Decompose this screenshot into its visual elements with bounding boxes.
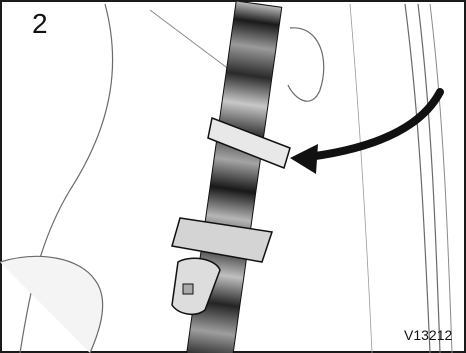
reference-code: V13212 (404, 328, 452, 342)
latch-slot (183, 284, 193, 294)
pillar-line-3 (430, 4, 452, 353)
curved-arrow-head (290, 144, 318, 174)
buckle-tongue (172, 218, 272, 262)
step-number: 2 (32, 10, 48, 38)
shoulder-outline (0, 256, 103, 353)
seat-inner-line (150, 10, 230, 70)
pillar-line-1 (405, 4, 430, 353)
pillar-line-4 (350, 4, 372, 353)
headrest-outline (288, 28, 324, 101)
